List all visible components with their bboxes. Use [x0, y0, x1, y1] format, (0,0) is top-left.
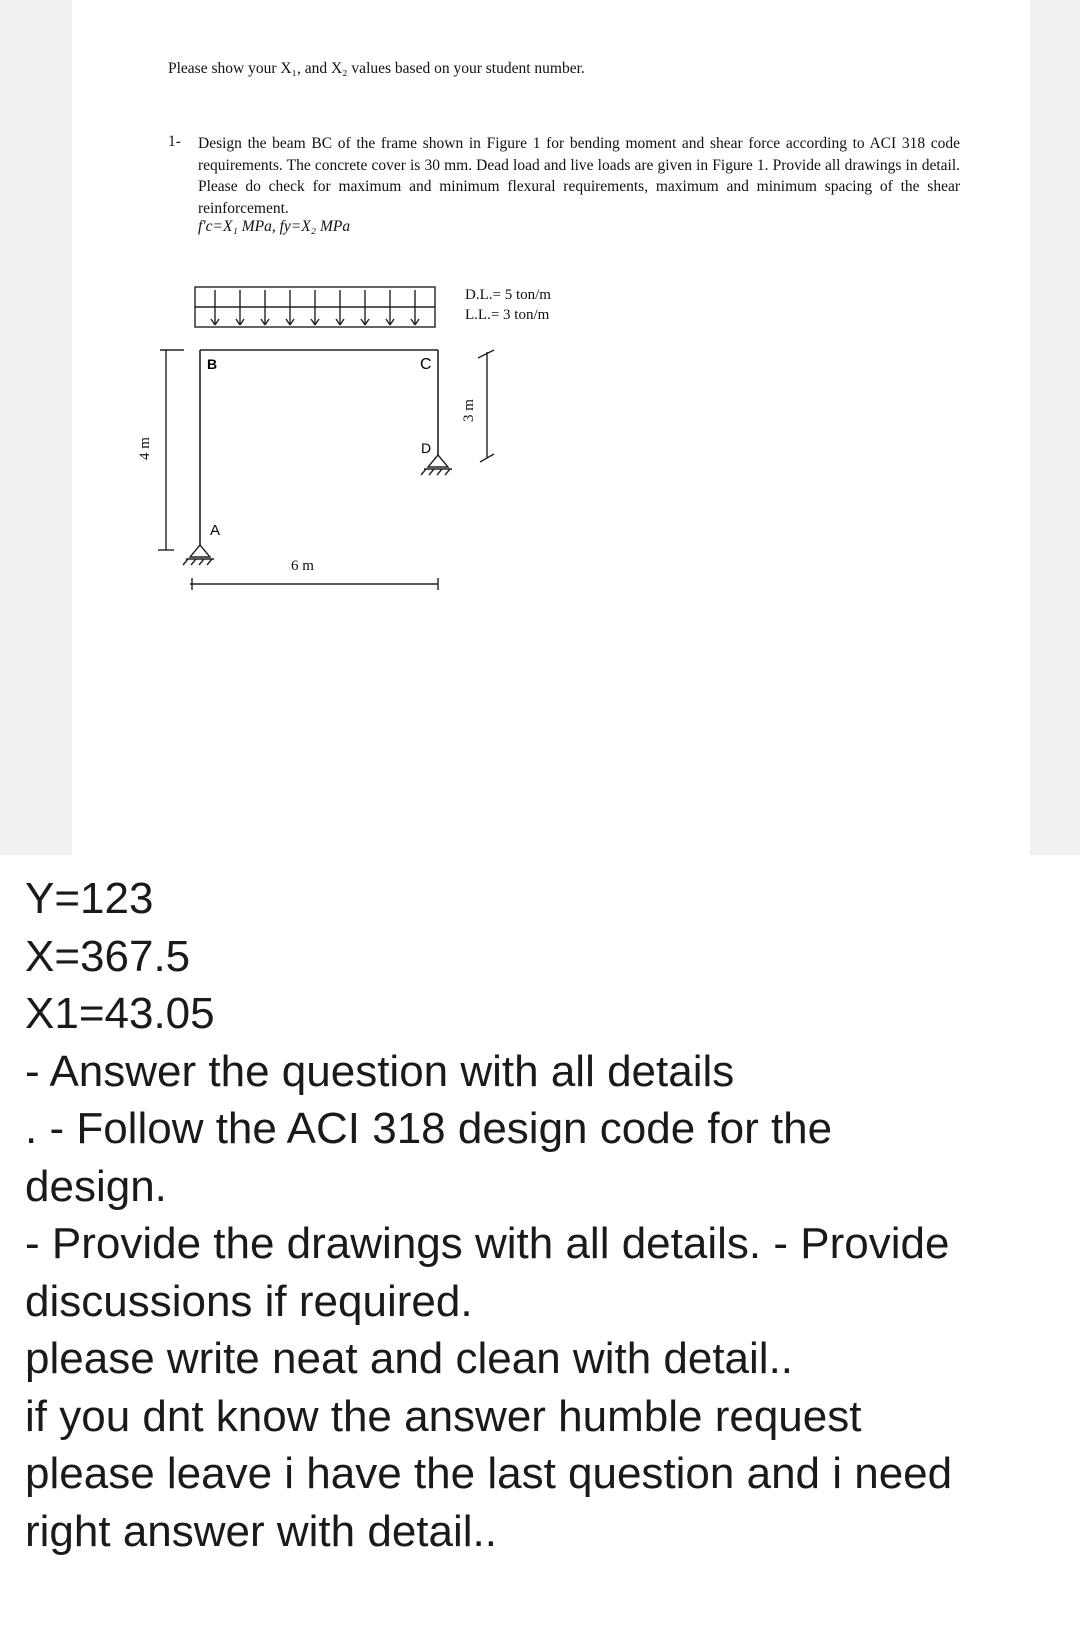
note-line: please write neat and clean with detail.…	[25, 1334, 794, 1383]
live-load-label: L.L.= 3 ton/m	[465, 307, 550, 323]
question-body: Design the beam BC of the frame shown in…	[198, 135, 960, 217]
question-number: 1-	[168, 133, 181, 150]
note-line: if you dnt know the answer humble reques…	[25, 1391, 862, 1441]
node-d-label: D	[421, 440, 432, 456]
note-line: - Provide the drawings with all details.…	[25, 1219, 950, 1268]
dimension-4m	[158, 349, 184, 551]
note-line: discussions if required.	[25, 1276, 473, 1326]
note-line: right answer with detail..	[25, 1506, 497, 1556]
note-line: . - Follow the ACI 318 design code for t…	[25, 1104, 833, 1153]
intro-text: Please show your X₁, and X₂ values based…	[168, 60, 585, 77]
support-d	[420, 453, 452, 476]
note-line: X1=43.05	[25, 989, 215, 1038]
node-a-label: A	[210, 522, 221, 539]
dim-6m-label: 6 m	[291, 558, 314, 574]
dim-4m-label: 4 m	[136, 437, 153, 460]
load-arrows	[210, 290, 420, 326]
dimension-6m	[190, 578, 439, 590]
node-c-label: C	[420, 356, 432, 373]
frame-figure	[158, 286, 495, 590]
note-line: X=367.5	[25, 931, 191, 981]
support-a	[182, 543, 214, 566]
note-line: Y=123	[25, 874, 154, 923]
frame-members	[199, 349, 439, 545]
question-text: Design the beam BC of the frame shown in…	[198, 133, 960, 219]
node-b-label: B	[207, 356, 218, 372]
note-line: - Answer the question with all details	[25, 1046, 735, 1096]
dim-3m-label: 3 m	[460, 399, 477, 422]
dead-load-label: D.L.= 5 ton/m	[465, 287, 551, 303]
request-notes: Y=123 X=367.5 X1=43.05 - Answer the ques…	[25, 870, 1065, 1560]
dimension-3m	[477, 349, 495, 463]
material-parameters: f'c=X₁ MPa, fy=X₂ MPa	[198, 218, 351, 235]
note-line: please leave i have the last question an…	[25, 1449, 953, 1498]
scanned-page	[72, 0, 1030, 855]
note-line: design.	[25, 1161, 167, 1211]
